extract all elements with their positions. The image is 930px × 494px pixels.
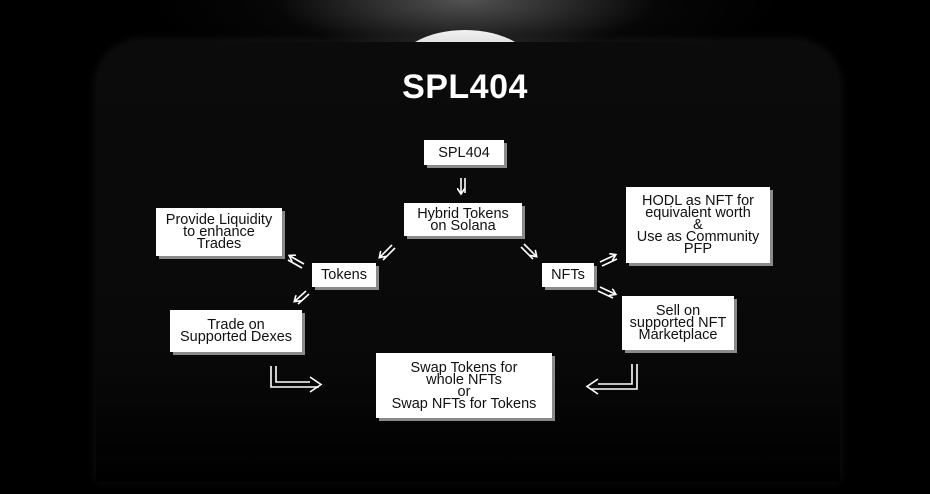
arrow-nfts-to-hodl (599, 255, 618, 267)
arrow-spl404-to-hybrid (461, 178, 466, 193)
node-swap: Swap Tokens for whole NFTs or Swap NFTs … (376, 353, 552, 418)
page-title: SPL404 (402, 68, 528, 106)
arrow-nfts-to-sell (597, 286, 615, 299)
arrow-tokens-to-trade (295, 290, 310, 305)
node-trade-on-dexes: Trade on Supported Dexes (170, 310, 302, 352)
arrow-tokens-to-liquidity (287, 256, 305, 269)
arrow-hybrid-to-tokens (380, 244, 396, 261)
node-hybrid-tokens: Hybrid Tokens on Solana (404, 203, 522, 236)
arrow-trade-to-swap (270, 366, 323, 393)
arrow-sell-to-swap (585, 364, 638, 395)
node-hodl-as-nft: HODL as NFT for equivalent worth & Use a… (626, 187, 770, 263)
node-provide-liquidity: Provide Liquidity to enhance Trades (156, 208, 282, 256)
node-nfts: NFTs (542, 263, 594, 287)
arrow-hybrid-to-nfts (520, 243, 536, 260)
node-sell-on-marketplace: Sell on supported NFT Marketplace (622, 296, 734, 350)
node-spl404: SPL404 (424, 140, 504, 165)
node-tokens: Tokens (312, 263, 376, 287)
